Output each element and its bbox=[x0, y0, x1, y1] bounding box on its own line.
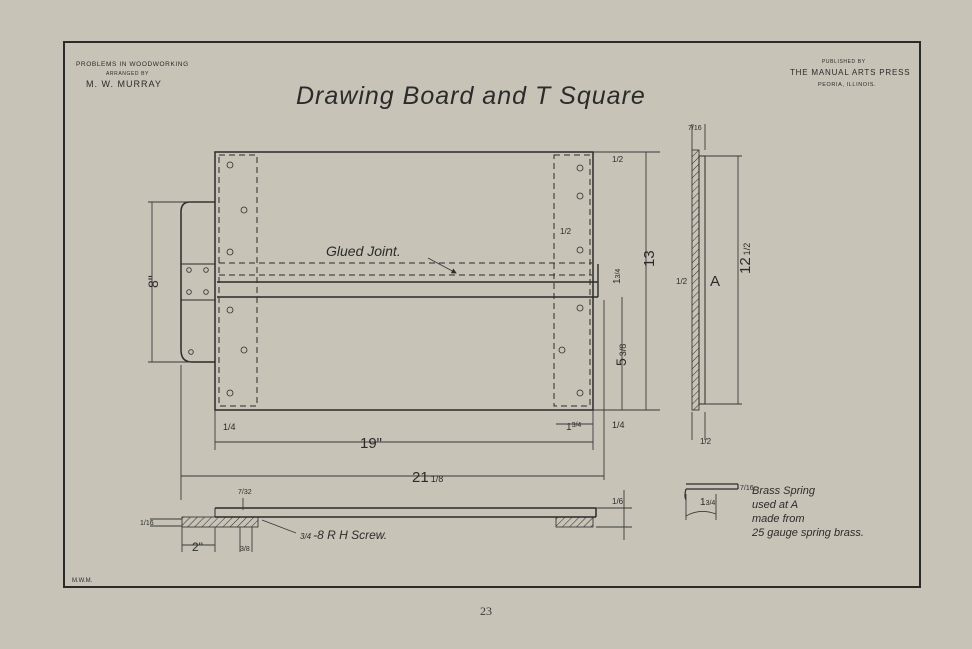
three-8-label: 3/8 bbox=[240, 546, 250, 553]
spring-width-label: 13/4 bbox=[700, 497, 715, 508]
header-left-line3: M. W. MURRAY bbox=[86, 79, 162, 89]
section-cleat-hatch bbox=[555, 516, 594, 528]
header-right-line1: PUBLISHED BY bbox=[822, 59, 866, 65]
cleat-gap-label: 1/2 bbox=[560, 227, 572, 236]
edge-top-label: 7/16 bbox=[688, 125, 702, 132]
header-right-line2: THE MANUAL ARTS PRESS bbox=[790, 68, 910, 77]
drawing-board bbox=[214, 151, 594, 411]
head-height-label: 8" bbox=[145, 275, 161, 288]
board-length-label: 19" bbox=[360, 435, 382, 452]
drafter-initials: M.W.M. bbox=[72, 578, 93, 584]
right-quarter-label: 1/4 bbox=[612, 420, 625, 430]
header-right-line3: PEORIA, ILLINOIS. bbox=[818, 82, 876, 88]
glued-joint-label: Glued Joint. bbox=[326, 243, 401, 259]
header-left-line2: ARRANGED BY bbox=[106, 71, 149, 77]
header-left-line1: PROBLEMS IN WOODWORKING bbox=[76, 61, 189, 68]
spring-note-1: Brass Spring bbox=[752, 485, 816, 497]
t-square-head bbox=[180, 201, 215, 363]
one-16-label: 1/16 bbox=[140, 520, 154, 527]
cleat-height-label: 121/2 bbox=[737, 243, 754, 274]
left-cleat bbox=[218, 154, 258, 407]
board-edge-view bbox=[691, 149, 700, 411]
right-cleat-width-label: 13/4 bbox=[566, 422, 581, 433]
page-number: 23 bbox=[480, 604, 492, 618]
two-inch-label: 2" bbox=[192, 540, 203, 554]
right-cleat bbox=[553, 154, 591, 407]
top-half-label: 1/2 bbox=[612, 155, 624, 164]
point-a-label: A bbox=[710, 273, 720, 290]
edge-a-half-label: 1/2 bbox=[676, 277, 688, 286]
spring-thick-label: 7/16 bbox=[740, 485, 754, 492]
plate-border bbox=[63, 41, 921, 588]
blade-width-label: 13/4 bbox=[612, 269, 623, 284]
half-split-label: 53/8 bbox=[613, 344, 629, 366]
edge-bottom-label: 1/2 bbox=[700, 437, 712, 446]
spring-note-4: 25 gauge spring brass. bbox=[751, 527, 864, 539]
screw-holes bbox=[226, 161, 584, 397]
spring-note-2: used at A bbox=[752, 499, 798, 511]
spring-note-3: made from bbox=[752, 513, 805, 525]
board-height-label: 13 bbox=[641, 250, 658, 267]
seven-32-label: 7/32 bbox=[238, 489, 252, 496]
drawing-title: Drawing Board and T Square bbox=[296, 82, 646, 110]
section-head-hatch bbox=[181, 516, 259, 528]
brass-spring-detail bbox=[684, 483, 739, 501]
quarter-left-label: 1/4 bbox=[223, 422, 236, 432]
one-6-label: 1/6 bbox=[612, 497, 624, 506]
screw-label: 3/4-8 R H Screw. bbox=[300, 528, 387, 542]
